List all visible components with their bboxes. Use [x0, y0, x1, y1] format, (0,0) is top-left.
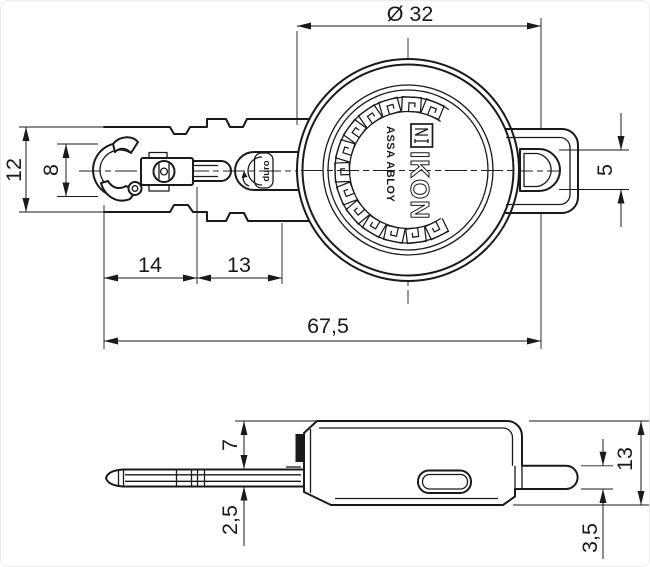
top-view: duro IKON: [2, 2, 629, 349]
dim-slot-width: 5: [559, 113, 629, 227]
brand-sub-text: ASSA ABLOY: [384, 126, 396, 202]
brand-block: IKON ASSA ABLOY: [384, 123, 436, 221]
key-head-circle: IKON ASSA ABLOY: [296, 58, 520, 282]
dim-slot-width-label: 5: [593, 164, 617, 176]
key-sleeve: [103, 118, 310, 222]
tip-claw-top: [112, 136, 139, 154]
dim-top-to-blade: 7: [218, 420, 317, 469]
key-blade-side: [105, 468, 305, 488]
dim-tip-width-label: 8: [39, 164, 63, 176]
tip-rivet: [127, 181, 143, 196]
ikon-logo-icon: [410, 123, 434, 148]
brand-logo-text: IKON: [405, 151, 435, 220]
dim-overall-height-label: 13: [613, 447, 637, 471]
dim-tip-length-label: 14: [138, 253, 162, 277]
dim-top-to-blade-label: 7: [218, 439, 242, 451]
dim-diameter-label: Ø 32: [387, 2, 434, 26]
key-tip-detail: [92, 136, 232, 202]
dim-overall-length: 67,5: [104, 314, 541, 345]
dim-diameter: Ø 32: [296, 2, 542, 349]
duro-stamp: duro: [241, 152, 274, 189]
dim-neck-length: 13: [197, 223, 283, 284]
retainer-loop: [505, 128, 579, 214]
duro-stamp-text: duro: [261, 160, 272, 181]
dim-tab-thickness: 3,5: [578, 439, 613, 559]
dim-blade-thickness-label: 2,5: [218, 505, 242, 535]
meander-ring: [334, 96, 450, 245]
dim-neck-length-label: 13: [227, 253, 251, 277]
dim-blade-thickness: 2,5: [218, 486, 248, 546]
oval-slot: [417, 469, 472, 494]
dim-tip-length: 14: [103, 187, 198, 349]
key-head-side: [286, 420, 579, 506]
clip-edge-dark: [295, 434, 304, 462]
dim-tip-width: 8: [39, 143, 98, 197]
dim-overall-length-label: 67,5: [307, 314, 349, 338]
dim-sleeve-width: 12: [2, 126, 104, 213]
tip-roller-pin: [152, 160, 176, 183]
dim-sleeve-width-label: 12: [2, 158, 26, 182]
meander-pattern: [334, 96, 450, 245]
dim-tab-thickness-label: 3,5: [578, 523, 602, 553]
dim-overall-height: 13: [513, 420, 649, 506]
side-view: 7 2,5 13 3,5: [105, 420, 649, 559]
